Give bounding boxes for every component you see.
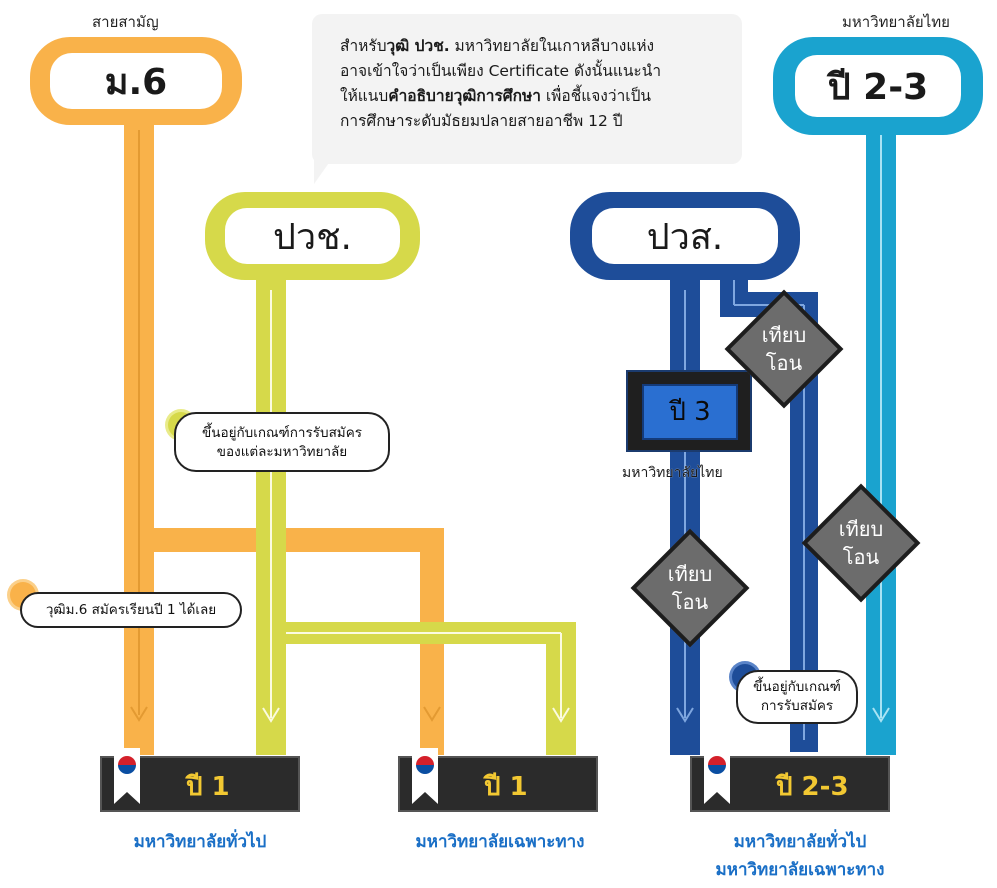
thai-year-node: ปี 2-3 xyxy=(773,37,983,135)
m6-node: ม.6 xyxy=(30,37,242,125)
korea-flag-icon xyxy=(704,748,730,804)
thai-path xyxy=(866,110,896,755)
korea-flag-icon xyxy=(412,748,438,804)
pvs-node: ปวส. xyxy=(570,192,800,280)
outcome-box-3: ปี 2-3 xyxy=(690,748,890,812)
outcome-box-1: ปี 1 xyxy=(100,748,300,812)
outcome-year-1: ปี 1 xyxy=(186,772,230,802)
outcome-box-2: ปี 1 xyxy=(398,748,598,812)
year3-label: ปี 3 xyxy=(642,384,738,440)
criteria2-bubble: ขึ้นอยู่กับเกณฑ์ การรับสมัคร xyxy=(736,670,858,724)
note-text: สำหรับวุฒิ ปวช. มหาวิทยาลัยในเกาหลีบางแห… xyxy=(340,37,662,130)
outcome-year-3: ปี 2-3 xyxy=(776,772,849,802)
pvch-node: ปวช. xyxy=(205,192,420,280)
note-box xyxy=(312,14,742,164)
outcome-year-2: ปี 1 xyxy=(484,772,528,802)
pvs-node-label: ปวส. xyxy=(592,208,778,264)
right-track-label: มหาวิทยาลัยไทย xyxy=(842,13,950,31)
outcome-university-3a: มหาวิทยาลัยทั่วไป xyxy=(733,832,867,852)
transfer-label-1: เทียบโอน xyxy=(761,323,807,375)
transfer-label-3: เทียบโอน xyxy=(667,562,713,614)
left-track-label: สายสามัญ xyxy=(92,13,159,31)
year3-box: ปี 3 xyxy=(626,370,752,452)
outcome-university-1: มหาวิทยาลัยทั่วไป xyxy=(133,832,267,852)
outcome-university-2: มหาวิทยาลัยเฉพาะทาง xyxy=(415,832,585,852)
korea-flag-icon xyxy=(114,748,140,804)
note-tail xyxy=(314,150,338,184)
year3-caption: มหาวิทยาลัยไทย xyxy=(622,465,723,481)
outcome-university-3b: มหาวิทยาลัยเฉพาะทาง xyxy=(715,860,885,880)
transfer-label-2: เทียบโอน xyxy=(838,517,884,569)
criteria-bubble: ขึ้นอยู่กับเกณฑ์การรับสมัคร ของแต่ละมหาว… xyxy=(174,412,390,472)
pvch-node-label: ปวช. xyxy=(225,208,400,264)
thai-year-node-label: ปี 2-3 xyxy=(795,55,961,117)
pvch-path xyxy=(256,255,576,755)
m6-direct-bubble: วุฒิม.6 สมัครเรียนปี 1 ได้เลย xyxy=(20,592,242,628)
m6-node-label: ม.6 xyxy=(50,53,222,109)
